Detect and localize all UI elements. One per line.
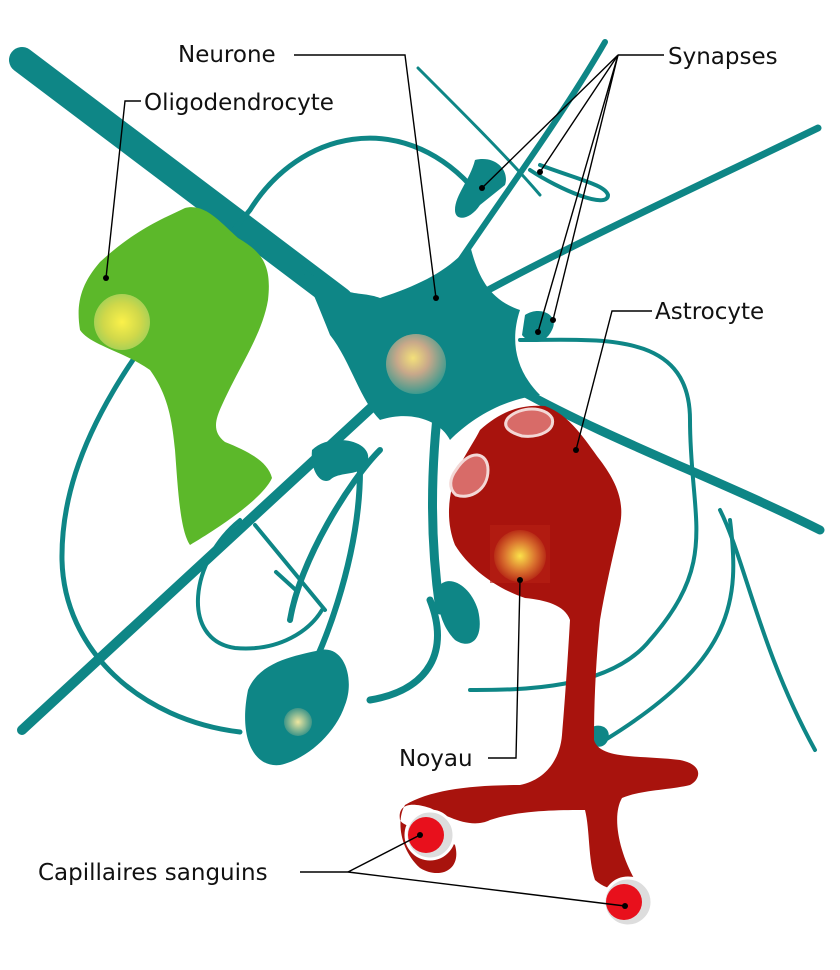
astrocyte-nucleus [494,530,546,582]
capillary-lumen-2 [606,884,642,920]
small-neuron-nucleus [284,708,312,736]
neuron-nucleus [386,334,446,394]
leader-capillaires-a [347,834,421,873]
leader-astrocyte [575,310,652,451]
link-to-small-neuron [287,447,383,623]
label-neurone: Neurone [178,42,276,68]
dendrite-right-lower [515,385,825,535]
leader-lines [103,54,664,909]
loop-bottom [366,596,441,704]
synapse-knob-3 [590,725,609,747]
label-oligodendrocyte: Oligodendrocyte [144,90,334,116]
synapse-knob-4 [311,439,369,481]
label-capillaires: Capillaires sanguins [38,860,268,886]
oligodendrocyte-body [78,207,272,545]
leader-synapses-a [481,54,619,189]
branch-lower-right [718,508,817,752]
leader-capillaires-b [347,871,626,907]
thin-fiber-top [416,66,542,197]
leader-noyau [488,579,521,759]
label-astrocyte: Astrocyte [655,299,764,325]
small-neuron-body [245,649,349,766]
oligodendrocyte-nucleus [94,294,150,350]
capillary-lumen-1 [408,817,444,853]
synapse-knob-5 [438,581,480,644]
loop-lower-left [195,518,324,651]
leader-oligodendrocyte [105,100,141,279]
capillary-1 [404,809,456,861]
oligo-link [253,523,327,612]
leader-synapses-d [539,54,619,173]
capillary-2 [602,876,654,928]
leader-synapses-c [552,54,619,321]
astrocyte-body [399,405,699,890]
astrocyte-endfoot-highlight-2 [504,407,555,438]
oligo-link-bar [274,570,300,594]
synapse-loop [528,163,611,203]
label-synapses: Synapses [668,44,778,70]
branch-lower-right-2 [603,518,736,742]
leader-synapses-b [537,54,619,333]
label-noyau: Noyau [399,746,473,772]
leader-neurone [294,54,437,299]
loop-left [59,135,473,735]
dendrite-right-upper [466,124,822,304]
axon-bottom-left [17,367,415,735]
synapse-knob-2 [522,310,554,342]
axon-top-left [9,47,353,313]
astrocyte-endfoot-highlight [449,453,490,498]
